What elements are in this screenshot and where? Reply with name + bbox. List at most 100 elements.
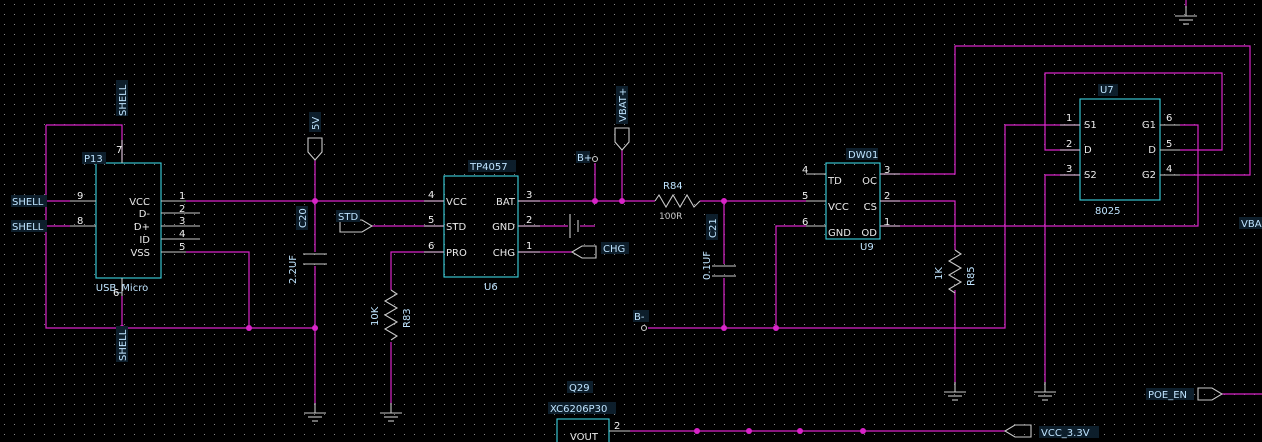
- r85-ref: R85: [966, 266, 977, 286]
- vcc33-net-port: VCC_3.3V: [1003, 424, 1099, 439]
- net-port-icon: [1003, 424, 1032, 438]
- r84-resistor: R84 100R: [654, 181, 701, 222]
- p13-pin-label: D+: [134, 222, 150, 233]
- u7-pin-number: 2: [1066, 139, 1072, 150]
- r85-resistor: 1K R85: [934, 249, 977, 294]
- poe-en-net-port: POE_EN: [1146, 387, 1224, 401]
- u7-pin-label: D: [1084, 145, 1092, 156]
- r84-ref: R84: [663, 181, 683, 192]
- shell-net-label: SHELL: [118, 84, 129, 116]
- c20-ref: C20: [298, 208, 309, 228]
- p13-pin-number: 2: [179, 204, 185, 215]
- u9-ref: U9: [860, 242, 874, 253]
- five-v-net-label: 5V: [311, 117, 322, 130]
- resistor-icon: [947, 249, 963, 294]
- u7-pin-label: D: [1148, 145, 1156, 156]
- p13-pin-label: ID: [139, 235, 150, 246]
- u6-pin-label: STD: [446, 222, 466, 233]
- p13-pin-number: 3: [179, 216, 185, 227]
- u6-pin-label: VCC: [446, 197, 467, 208]
- shell-net-label: SHELL: [12, 197, 44, 208]
- c21-capacitor: C21 0.1UF: [702, 214, 736, 280]
- u6-pin-number: 6: [428, 241, 434, 252]
- capacitor-icon: [712, 265, 736, 277]
- u7-pin-number: 3: [1066, 164, 1072, 175]
- power-port-icon: [307, 137, 323, 161]
- u7-value: 8025: [1095, 206, 1120, 217]
- p13-pin-number: 4: [179, 229, 185, 240]
- u6-pin-label: GND: [492, 222, 515, 233]
- b-plus-net-label: B+: [577, 153, 592, 164]
- u6-pin-number: 2: [526, 215, 532, 226]
- vcc33-net-label: VCC_3.3V: [1041, 428, 1090, 439]
- p13-ref: P13: [84, 154, 103, 165]
- u9-pin-label: TD: [827, 176, 842, 187]
- u7-mosfet: U7 8025 S1 D S2 G1 D G2 1 2 3 6 5 4: [1060, 84, 1180, 217]
- junction: [746, 428, 752, 434]
- u7-ref: U7: [1100, 85, 1114, 96]
- junction: [773, 325, 779, 331]
- q29-pin-label: VOUT: [570, 432, 599, 442]
- resistor-icon: [383, 289, 399, 341]
- std-net-label: STD: [338, 212, 358, 223]
- u6-pin-number: 1: [526, 241, 532, 252]
- q29-ldo-regulator: Q29 XC6206P30 VOUT 2: [548, 381, 630, 442]
- c21-value: 0.1UF: [702, 251, 713, 280]
- junction: [721, 198, 727, 204]
- u6-pin-number: 4: [428, 190, 434, 201]
- p13-pin-number: 7: [116, 145, 122, 156]
- poe-en-net-label: POE_EN: [1148, 390, 1187, 401]
- b-plus-port: B+: [576, 151, 599, 164]
- r83-value: 10K: [370, 306, 381, 326]
- u6-value: TP4057: [469, 162, 508, 173]
- vba-net-label-clipped: VBA: [1239, 217, 1262, 230]
- power-port-icon: [591, 155, 599, 163]
- u6-ref: U6: [484, 282, 498, 293]
- c20-value: 2.2UF: [288, 255, 299, 284]
- junction: [860, 428, 866, 434]
- q29-value: XC6206P30: [550, 404, 607, 415]
- u7-pin-number: 4: [1166, 164, 1172, 175]
- u9-value: DW01: [848, 150, 878, 161]
- c20-capacitor: C20 2.2UF: [288, 206, 327, 284]
- u7-pin-number: 5: [1166, 139, 1172, 150]
- std-net-port: STD: [336, 210, 374, 233]
- vba-net-label: VBA: [1241, 219, 1262, 230]
- u7-pin-label: G1: [1142, 120, 1156, 131]
- u9-pin-label: OD: [861, 228, 877, 239]
- p13-pin-label: VSS: [130, 248, 150, 259]
- r83-ref: R83: [402, 308, 413, 328]
- p13-pin-number: 5: [179, 242, 185, 253]
- u7-pin-label: S1: [1084, 120, 1097, 131]
- u9-pin-number: 1: [884, 217, 890, 228]
- u9-pin-label: OC: [862, 176, 877, 187]
- junction: [592, 198, 598, 204]
- c21-ref: C21: [708, 218, 719, 238]
- r84-value: 100R: [659, 212, 682, 222]
- shell-net-label: SHELL: [118, 329, 129, 361]
- r83-resistor: 10K R83: [370, 289, 413, 341]
- power-port-icon: [640, 324, 648, 332]
- power-port-icon: [614, 127, 630, 151]
- shell-net-labels: SHELL SHELL SHELL SHELL: [11, 80, 129, 362]
- net-port-icon: [1197, 387, 1224, 401]
- junction: [694, 428, 700, 434]
- u9-pin-number: 6: [802, 217, 808, 228]
- u7-pin-number: 1: [1066, 113, 1072, 124]
- vbat-plus-net-label: VBAT+: [618, 88, 629, 122]
- u6-pin-number: 3: [526, 190, 532, 201]
- u6-pin-label: CHG: [493, 248, 515, 259]
- u7-pin-label: S2: [1084, 170, 1097, 181]
- junction: [619, 198, 625, 204]
- u6-pin-number: 5: [428, 215, 434, 226]
- u7-pin-label: G2: [1142, 170, 1156, 181]
- chg-net-label: CHG: [603, 244, 625, 255]
- q29-pin-number: 2: [614, 421, 620, 432]
- p13-usb-connector: P13 USB_Micro VCC D- D+ ID VSS 1 2 3 4 5…: [70, 140, 200, 299]
- u6-pin-label: PRO: [446, 248, 467, 259]
- chg-net-port: CHG: [570, 242, 629, 259]
- r85-value: 1K: [934, 267, 945, 280]
- net-port-icon: [570, 245, 597, 259]
